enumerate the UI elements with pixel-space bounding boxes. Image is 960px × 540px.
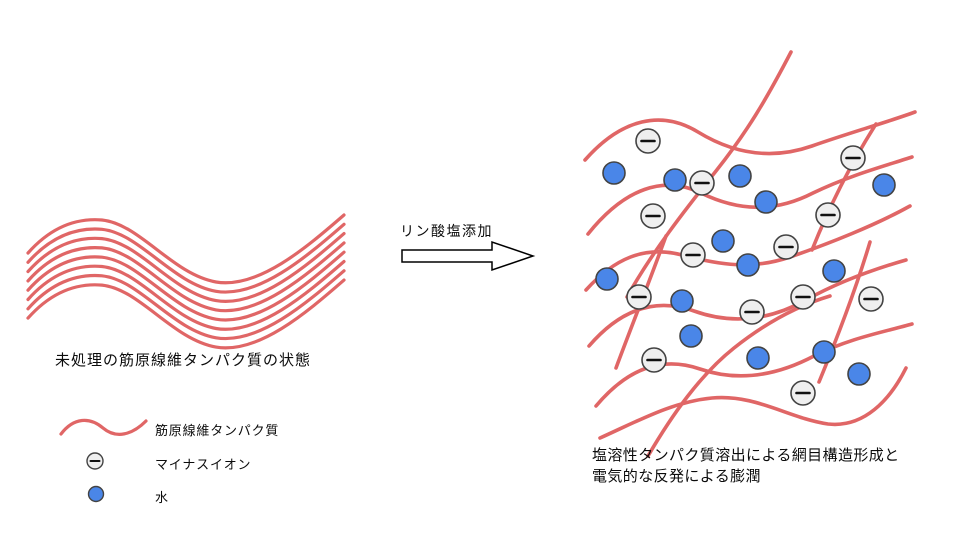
- water-particle: [754, 190, 778, 214]
- protein-strand: [594, 322, 914, 408]
- protein-strand: [625, 50, 793, 299]
- water-particle: [711, 229, 735, 253]
- protein-strand: [598, 366, 908, 440]
- arrow-label: リン酸塩添加: [400, 223, 493, 239]
- right-diagram-caption: 塩溶性タンパク質溶出による網目構造形成と 電気的な反発による膨潤: [592, 445, 932, 487]
- right-caption-line2: 電気的な反発による膨潤: [592, 468, 761, 485]
- arrow-shape: [401, 240, 536, 272]
- water-particle: [679, 324, 703, 348]
- water-particle: [663, 168, 687, 192]
- water-particle: [736, 253, 760, 277]
- protein-strand: [26, 241, 346, 313]
- protein-strand: [26, 222, 346, 294]
- water-particle: [822, 259, 846, 283]
- protein-strand: [583, 110, 917, 162]
- protein-strand: [584, 204, 912, 292]
- water-particle: [670, 289, 694, 313]
- legend-water-marker: [87, 485, 105, 503]
- water-particle: [602, 161, 626, 185]
- legend-label-protein: 筋原線維タンパク質: [155, 423, 280, 438]
- water-particle: [812, 340, 836, 364]
- protein-strand: [817, 240, 872, 384]
- water-particle: [595, 267, 619, 291]
- water-particle: [872, 173, 896, 197]
- protein-strand: [26, 259, 346, 331]
- legend-wave-marker: [59, 418, 148, 436]
- water-particle: [847, 362, 871, 386]
- legend-label-water: 水: [155, 490, 169, 505]
- protein-strand: [26, 232, 346, 303]
- protein-strand: [810, 122, 878, 252]
- legend-label-minus-ion: マイナスイオン: [155, 457, 252, 472]
- left-diagram-caption: 未処理の筋原線維タンパク質の状態: [55, 352, 312, 369]
- protein-strand: [586, 155, 914, 236]
- protein-strand: [26, 269, 346, 341]
- protein-strand: [26, 278, 346, 350]
- water-particle: [746, 346, 770, 370]
- protein-strand: [26, 213, 346, 285]
- water-particle: [728, 164, 752, 188]
- right-caption-line1: 塩溶性タンパク質溶出による網目構造形成と: [592, 447, 900, 464]
- protein-strand: [26, 250, 346, 322]
